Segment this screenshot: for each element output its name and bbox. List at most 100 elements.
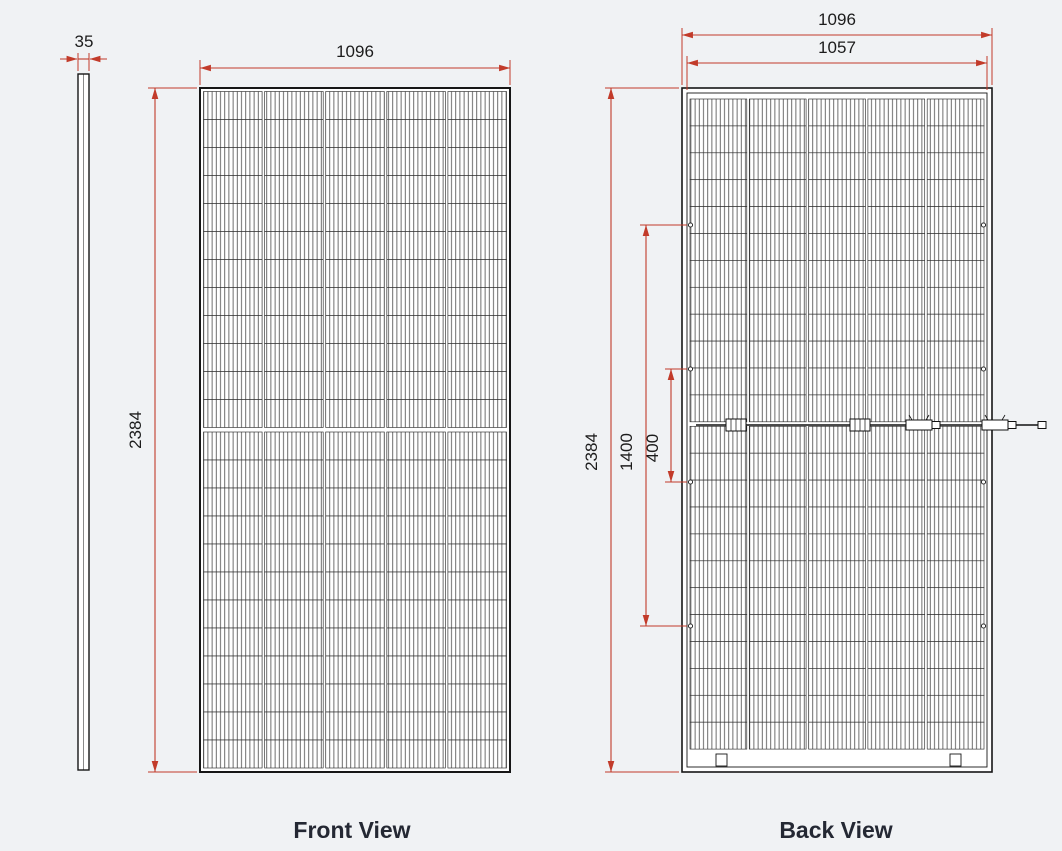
panel-cell xyxy=(264,147,324,176)
panel-cell xyxy=(447,683,507,713)
panel-cell xyxy=(386,487,446,517)
front-view xyxy=(199,87,511,773)
panel-cell xyxy=(808,533,866,562)
panel-cell xyxy=(203,739,263,769)
panel-cell xyxy=(203,343,263,372)
panel-cell xyxy=(689,560,748,589)
mount-hole xyxy=(687,366,694,372)
panel-cell xyxy=(808,206,866,234)
panel-cell xyxy=(689,668,748,696)
panel-cell xyxy=(264,175,324,204)
panel-cell xyxy=(386,343,446,372)
panel-cell xyxy=(264,515,324,545)
panel-cell xyxy=(808,452,866,481)
panel-cell xyxy=(264,231,324,260)
panel-cell xyxy=(203,599,263,629)
panel-cell xyxy=(447,343,507,372)
panel-cell xyxy=(325,315,385,344)
panel-cell xyxy=(386,147,446,176)
panel-cell xyxy=(447,259,507,288)
panel-cell xyxy=(926,641,985,669)
panel-cell xyxy=(748,98,807,127)
panel-cell xyxy=(325,431,385,461)
back-inner-width-label: 1057 xyxy=(818,38,856,57)
panel-cell xyxy=(325,147,385,176)
panel-cell xyxy=(867,125,926,154)
back-outer-width-label: 1096 xyxy=(818,10,856,29)
panel-cell xyxy=(203,487,263,517)
panel-cell xyxy=(926,98,985,127)
panel-cell xyxy=(748,313,807,342)
panel-cell xyxy=(447,543,507,573)
panel-cell xyxy=(867,560,926,589)
panel-cell xyxy=(447,431,507,461)
panel-cell xyxy=(264,203,324,232)
panel-cell xyxy=(748,641,807,669)
panel-cell xyxy=(926,694,985,723)
panel-cell xyxy=(748,367,807,396)
panel-cell xyxy=(447,571,507,601)
junction-cables xyxy=(696,414,1047,432)
panel-cell xyxy=(808,367,866,396)
mounting-holes xyxy=(687,222,987,629)
front-height-label: 2384 xyxy=(126,411,145,449)
frame-foot xyxy=(715,753,728,767)
front-panel-cells xyxy=(203,91,507,769)
panel-cell xyxy=(325,543,385,573)
panel-cell xyxy=(386,399,446,428)
panel-cell xyxy=(325,487,385,517)
mount-hole xyxy=(687,222,694,228)
panel-cell xyxy=(689,721,748,750)
side-view xyxy=(77,73,90,771)
back-height-label: 2384 xyxy=(582,433,601,471)
panel-cell xyxy=(203,655,263,685)
back-view xyxy=(681,87,1047,773)
mc4-connector xyxy=(905,414,941,431)
panel-cell xyxy=(447,91,507,120)
panel-cell xyxy=(808,614,866,642)
panel-cell xyxy=(867,452,926,481)
panel-cell xyxy=(808,340,866,369)
panel-cell xyxy=(748,286,807,315)
panel-cell xyxy=(447,203,507,232)
panel-cell xyxy=(748,125,807,154)
back-outer-width-dimension: 1096 xyxy=(681,10,993,85)
panel-cell xyxy=(325,287,385,316)
panel-cell xyxy=(689,260,748,288)
panel-cell xyxy=(325,655,385,685)
panel-cell xyxy=(808,721,866,750)
panel-cell xyxy=(926,394,985,423)
panel-cell xyxy=(808,260,866,288)
panel-cell xyxy=(325,203,385,232)
back-hole-span-short-dimension: 400 xyxy=(643,368,687,483)
panel-cell xyxy=(867,286,926,315)
frame-feet xyxy=(715,753,962,767)
panel-cell xyxy=(689,694,748,723)
panel-cell xyxy=(264,711,324,741)
panel-cell xyxy=(808,394,866,423)
panel-cell xyxy=(203,259,263,288)
panel-cell xyxy=(689,340,748,369)
panel-cell xyxy=(867,587,926,615)
panel-cell xyxy=(264,543,324,573)
panel-cell xyxy=(867,668,926,696)
back-hole-span-long-dimension: 1400 xyxy=(617,224,687,627)
panel-cell xyxy=(386,91,446,120)
panel-cell xyxy=(926,614,985,642)
panel-cell xyxy=(926,721,985,750)
panel-cell xyxy=(748,452,807,481)
panel-cell xyxy=(264,683,324,713)
panel-cell xyxy=(867,179,926,207)
panel-cell xyxy=(325,259,385,288)
panel-cell xyxy=(325,711,385,741)
panel-cell xyxy=(689,506,748,535)
panel-cell xyxy=(386,459,446,489)
panel-cell xyxy=(748,152,807,181)
panel-cell xyxy=(203,431,263,461)
panel-cell xyxy=(867,98,926,127)
panel-cell xyxy=(203,91,263,120)
panel-cell xyxy=(867,367,926,396)
panel-cell xyxy=(447,711,507,741)
frame-foot xyxy=(949,753,962,767)
panel-cell xyxy=(203,399,263,428)
